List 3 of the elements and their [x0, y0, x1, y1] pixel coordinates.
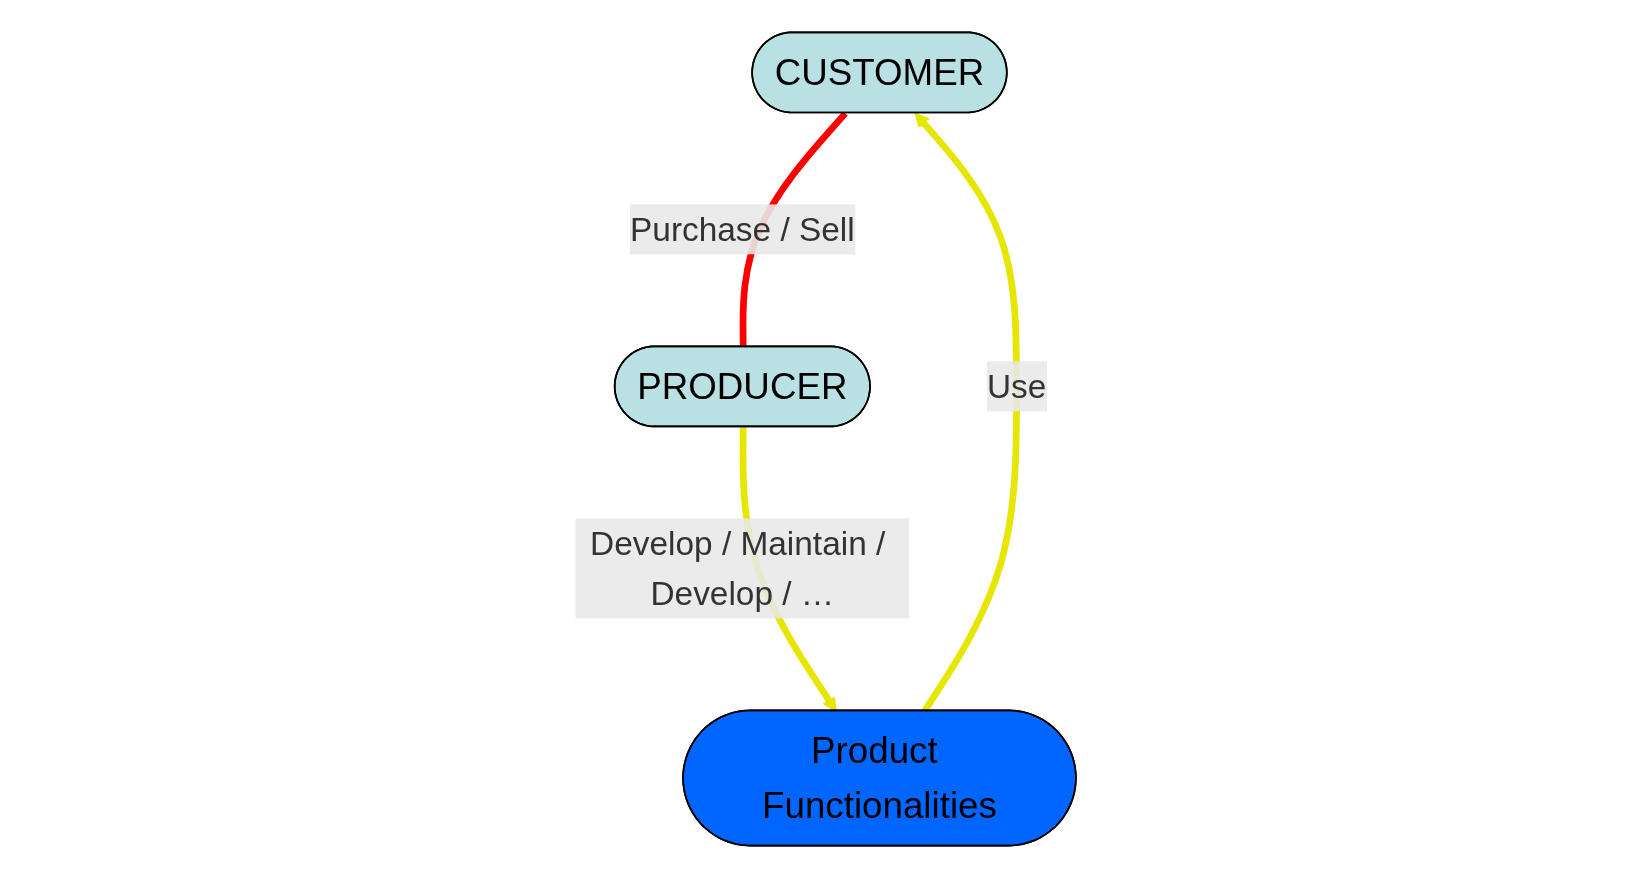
edge-label: Develop / Maintain / Develop / …	[590, 524, 886, 612]
edge-label: Purchase / Sell	[630, 210, 856, 248]
edge-label: Use	[987, 367, 1047, 405]
